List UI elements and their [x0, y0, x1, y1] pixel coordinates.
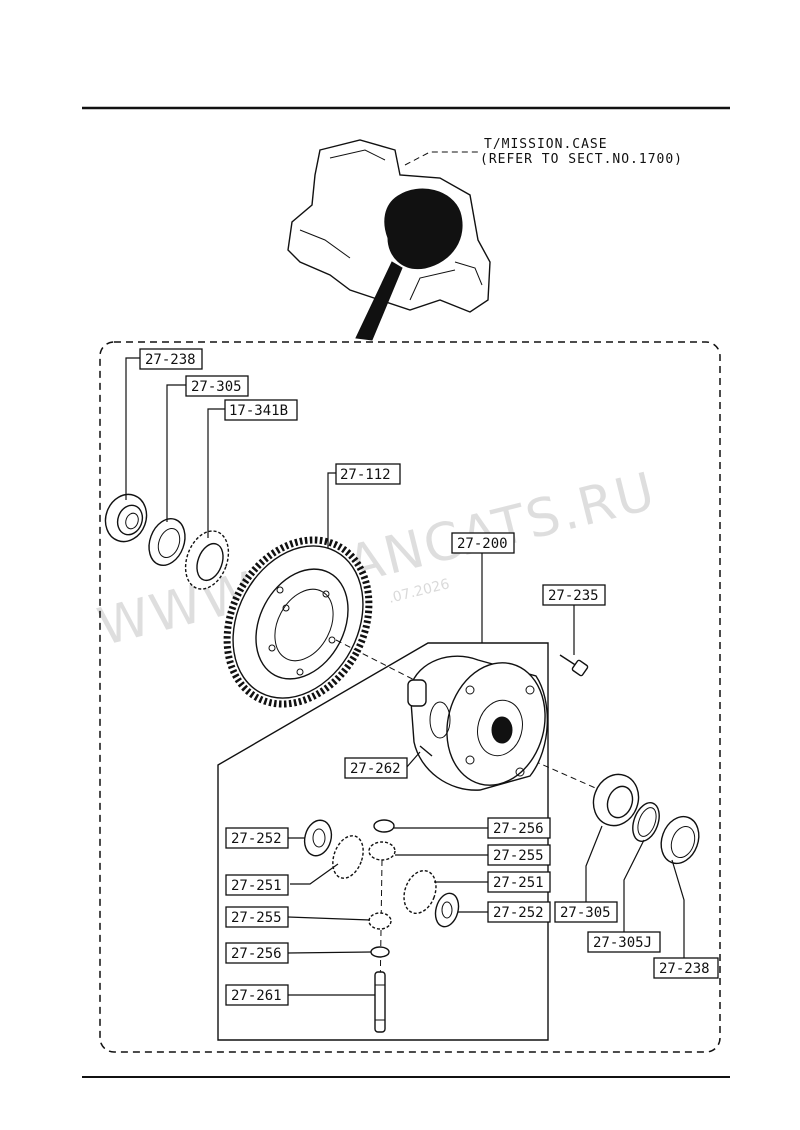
svg-text:27-255: 27-255 [493, 848, 544, 864]
case-note-line1: T/MISSION.CASE [484, 137, 608, 152]
label-27-305-top: 27-305 [185, 375, 249, 397]
washer-27-252-right [434, 892, 460, 928]
case-note-leader [404, 151, 478, 166]
svg-text:27-251: 27-251 [493, 875, 544, 891]
label-27-200: 27-200 [451, 532, 515, 554]
axis-line-1 [335, 639, 431, 689]
svg-text:27-256: 27-256 [493, 821, 544, 837]
differential-case-27-200 [407, 655, 549, 791]
label-27-305-bottom: 27-305 [554, 901, 618, 923]
label-27-255-left: 27-255 [225, 906, 289, 928]
bearing-27-238-bottom [660, 815, 700, 865]
gear-27-251-right [403, 869, 437, 915]
differential-frame [217, 642, 549, 1041]
svg-text:27-200: 27-200 [457, 536, 508, 552]
bolt-27-235 [559, 654, 589, 677]
label-27-252-right: 27-252 [487, 901, 551, 923]
watermark-text: WWW.JAPANCATS.RU [92, 461, 662, 658]
label-27-262: 27-262 [344, 757, 408, 779]
washer-27-256-top [373, 819, 395, 833]
svg-text:27-238: 27-238 [659, 961, 710, 977]
label-27-235: 27-235 [542, 584, 606, 606]
svg-text:27-261: 27-261 [231, 988, 282, 1004]
pinion-27-255-top [368, 841, 396, 861]
gear-17-341b [184, 530, 230, 590]
ring-gear-27-112 [223, 536, 373, 708]
washer-27-252-right-hole [441, 901, 453, 919]
svg-text:27-256: 27-256 [231, 946, 282, 962]
bearing-27-305-bottom [592, 773, 640, 827]
svg-text:27-252: 27-252 [231, 831, 282, 847]
washer-27-252-left [303, 819, 333, 857]
label-27-252-left: 27-252 [225, 827, 289, 849]
pinion-axis [379, 859, 383, 1001]
svg-text:27-305J: 27-305J [593, 935, 652, 951]
gear-27-251-left [332, 835, 364, 879]
label-27-251-left: 27-251 [225, 874, 289, 896]
assembly-outline [99, 341, 721, 1053]
label-27-112: 27-112 [335, 463, 401, 485]
svg-text:27-238: 27-238 [145, 352, 196, 368]
label-27-251-right: 27-251 [487, 871, 551, 893]
svg-text:27-112: 27-112 [340, 467, 391, 483]
svg-text:27-252: 27-252 [493, 905, 544, 921]
washer-27-252-left-hole [312, 828, 326, 848]
shaft-27-261 [374, 971, 386, 1033]
svg-text:27-305: 27-305 [560, 905, 611, 921]
label-27-256-left: 27-256 [225, 942, 289, 964]
svg-text:17-341B: 17-341B [229, 403, 288, 419]
label-27-255-right: 27-255 [487, 844, 551, 866]
case-note-line2: (REFER TO SECT.NO.1700) [480, 152, 683, 167]
pin-27-262 [419, 745, 433, 757]
svg-text:27-251: 27-251 [231, 878, 282, 894]
shim-27-305j [632, 802, 660, 842]
pinion-27-255-bottom [368, 912, 392, 930]
transmission-case [287, 139, 491, 341]
svg-text:27-262: 27-262 [350, 761, 401, 777]
leader-lines [125, 357, 685, 996]
label-27-238-bottom: 27-238 [653, 957, 719, 979]
label-27-256-right: 27-256 [487, 817, 551, 839]
svg-text:27-235: 27-235 [548, 588, 599, 604]
label-27-238-top: 27-238 [139, 348, 203, 370]
bearing-27-238-top [104, 493, 148, 543]
washer-27-256-bottom [370, 946, 390, 958]
svg-text:27-255: 27-255 [231, 910, 282, 926]
svg-text:27-305: 27-305 [191, 379, 242, 395]
label-17-341b: 17-341B [224, 399, 298, 421]
race-27-305-top [148, 518, 186, 566]
label-27-261: 27-261 [225, 984, 289, 1006]
label-27-305j: 27-305J [587, 931, 661, 953]
